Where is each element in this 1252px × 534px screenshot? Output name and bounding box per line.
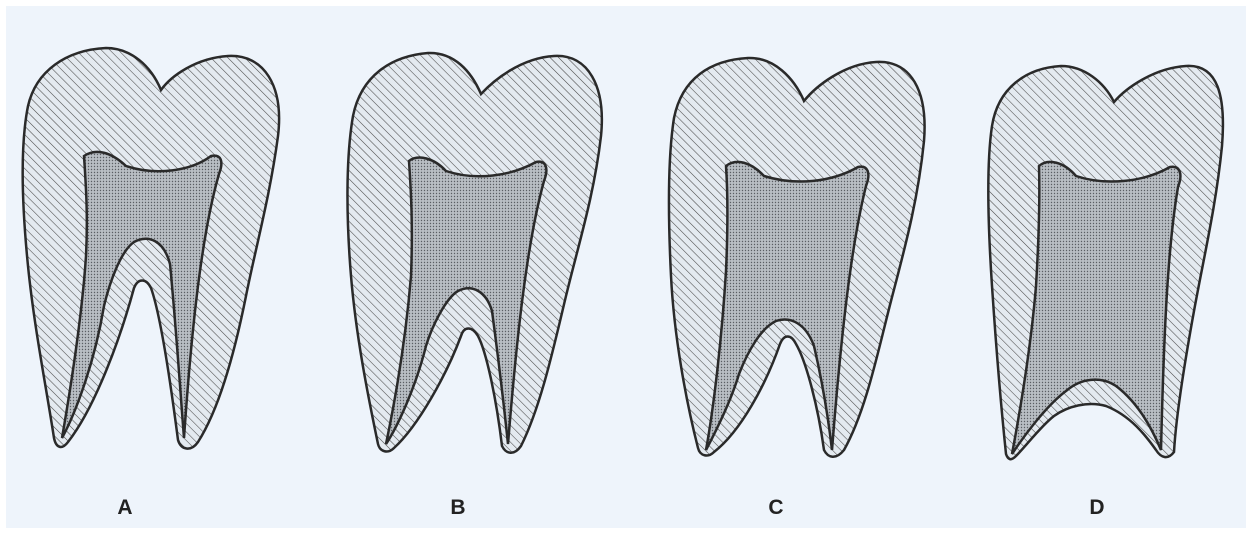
tooth-a-label: A (117, 496, 132, 519)
tooth-c-label: C (768, 496, 783, 519)
tooth-d-label: D (1089, 496, 1104, 519)
taurodontism-diagram: A B C D (6, 6, 1246, 528)
tooth-b-label: B (450, 496, 465, 519)
